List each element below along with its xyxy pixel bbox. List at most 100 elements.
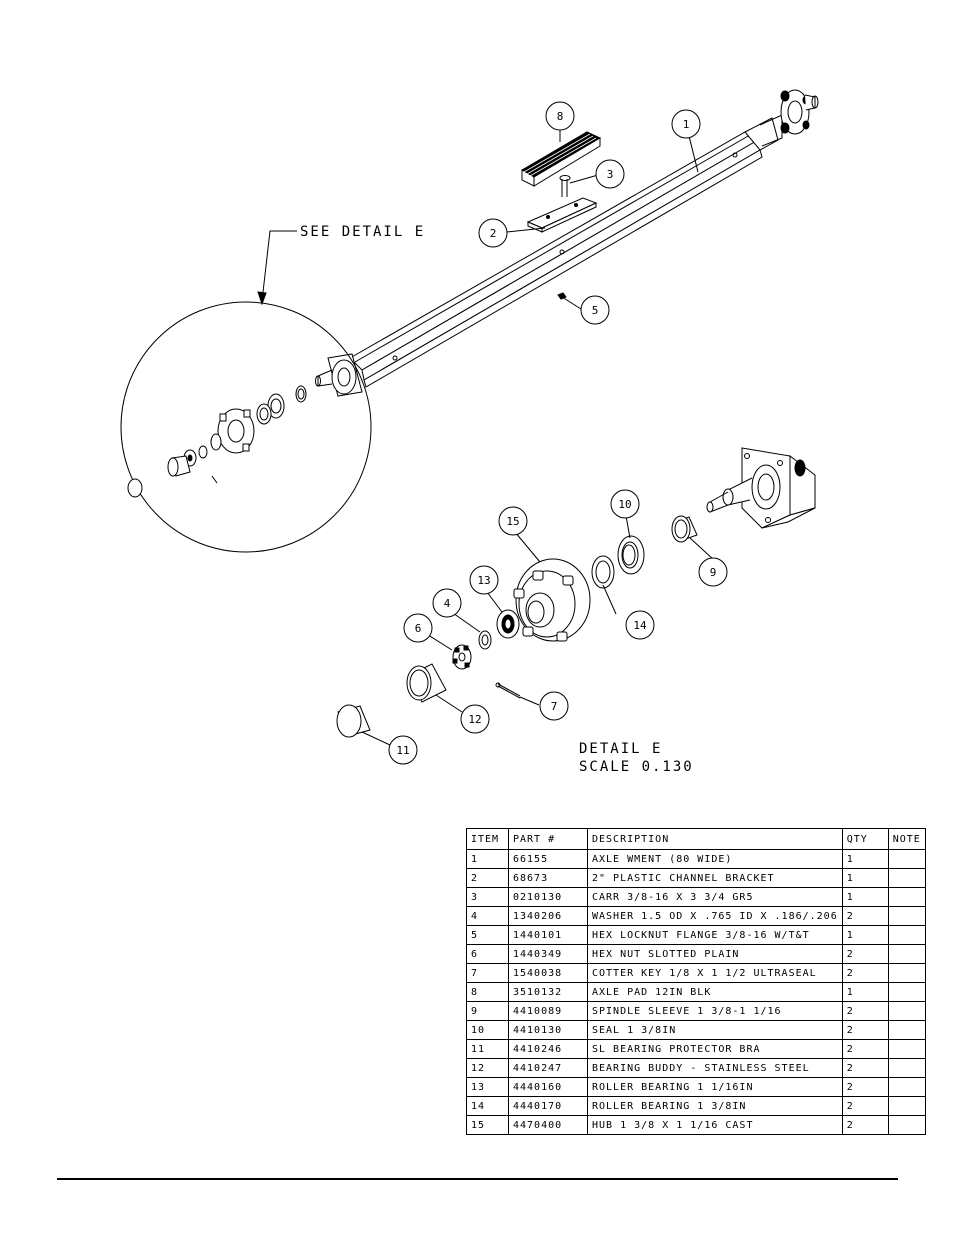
header-part: PART # [508, 828, 588, 850]
table-cell: 2" PLASTIC CHANNEL BRACKET [587, 868, 843, 888]
callout-12: 12 [460, 704, 490, 734]
table-cell: 2 [841, 1077, 889, 1097]
callout-1: 1 [671, 109, 701, 139]
table-cell: 4440170 [508, 1096, 588, 1116]
table-cell [887, 1039, 926, 1059]
table-cell [887, 1058, 926, 1078]
bearing-buddy [406, 663, 447, 703]
callout-5: 5 [580, 295, 610, 325]
callout-13: 13 [469, 565, 499, 595]
table-cell: 9 [466, 1001, 509, 1021]
seal [617, 535, 645, 575]
table-cell: AXLE WMENT (80 WIDE) [587, 849, 843, 869]
table-cell [887, 944, 926, 964]
table-cell: 2 [841, 944, 889, 964]
table-cell: 10 [466, 1020, 509, 1040]
table-cell: 4410247 [508, 1058, 588, 1078]
table-cell: COTTER KEY 1/8 X 1 1/2 ULTRASEAL [587, 963, 843, 983]
svg-text:15: 15 [506, 515, 519, 528]
table-cell: 2 [841, 906, 889, 926]
table-cell: 2 [841, 1096, 889, 1116]
spindle-sleeve [671, 515, 698, 543]
right-hub-assembly [744, 89, 819, 151]
table-cell [887, 925, 926, 945]
svg-text:3: 3 [607, 168, 614, 181]
callout-3: 3 [595, 159, 625, 189]
table-cell: SL BEARING PROTECTOR BRA [587, 1039, 843, 1059]
roller-bearing-large [591, 555, 615, 589]
table-cell [887, 963, 926, 983]
table-cell: 1 [841, 982, 889, 1002]
table-cell: 15 [466, 1115, 509, 1135]
detail-circle-parts [127, 385, 307, 498]
table-cell [887, 868, 926, 888]
table-cell: 2 [841, 1115, 889, 1135]
table-cell: 1 [841, 868, 889, 888]
table-cell: 4 [466, 906, 509, 926]
table-cell: 2 [841, 1039, 889, 1059]
header-qty: QTY [841, 828, 889, 850]
cotter-key [495, 682, 521, 699]
left-spindle [315, 353, 363, 397]
table-cell: 4410246 [508, 1039, 588, 1059]
table-cell: HEX LOCKNUT FLANGE 3/8-16 W/T&T [587, 925, 843, 945]
table-cell: WASHER 1.5 OD X .765 ID X .186/.206 [587, 906, 843, 926]
roller-bearing-small [496, 609, 520, 639]
svg-text:9: 9 [710, 566, 717, 579]
svg-text:12: 12 [468, 713, 481, 726]
table-cell: ROLLER BEARING 1 1/16IN [587, 1077, 843, 1097]
table-cell: 2 [841, 1058, 889, 1078]
table-cell: 14 [466, 1096, 509, 1116]
table-cell: 66155 [508, 849, 588, 869]
detail-title: DETAIL E [579, 741, 662, 757]
table-cell: 1440349 [508, 944, 588, 964]
table-cell: 1340206 [508, 906, 588, 926]
bearing-protector [336, 704, 371, 738]
table-cell: 5 [466, 925, 509, 945]
axle-pad [521, 131, 602, 187]
svg-text:13: 13 [477, 574, 490, 587]
table-cell: BEARING BUDDY - STAINLESS STEEL [587, 1058, 843, 1078]
svg-text:5: 5 [592, 304, 599, 317]
svg-text:6: 6 [415, 622, 422, 635]
svg-text:4: 4 [444, 597, 451, 610]
detail-circle [120, 230, 372, 553]
table-cell: 1 [841, 849, 889, 869]
callout-2: 2 [478, 218, 508, 248]
table-cell [887, 1020, 926, 1040]
header-description: DESCRIPTION [587, 828, 843, 850]
table-cell: 12 [466, 1058, 509, 1078]
slotted-nut [452, 644, 472, 670]
table-cell: 7 [466, 963, 509, 983]
table-cell [887, 1077, 926, 1097]
svg-text:14: 14 [633, 619, 647, 632]
svg-text:2: 2 [490, 227, 497, 240]
table-cell: 1440101 [508, 925, 588, 945]
table-cell: SEAL 1 3/8IN [587, 1020, 843, 1040]
callout-9: 9 [698, 557, 728, 587]
table-cell: 8 [466, 982, 509, 1002]
callout-10: 10 [610, 489, 640, 519]
callout-6: 6 [403, 613, 433, 643]
svg-text:8: 8 [557, 110, 564, 123]
table-cell: 4440160 [508, 1077, 588, 1097]
table-cell [887, 906, 926, 926]
detail-spindle-housing [706, 447, 816, 529]
detail-hub [513, 558, 591, 642]
table-cell: 1540038 [508, 963, 588, 983]
table-cell [887, 982, 926, 1002]
table-cell: 2 [841, 963, 889, 983]
callout-15: 15 [498, 506, 528, 536]
